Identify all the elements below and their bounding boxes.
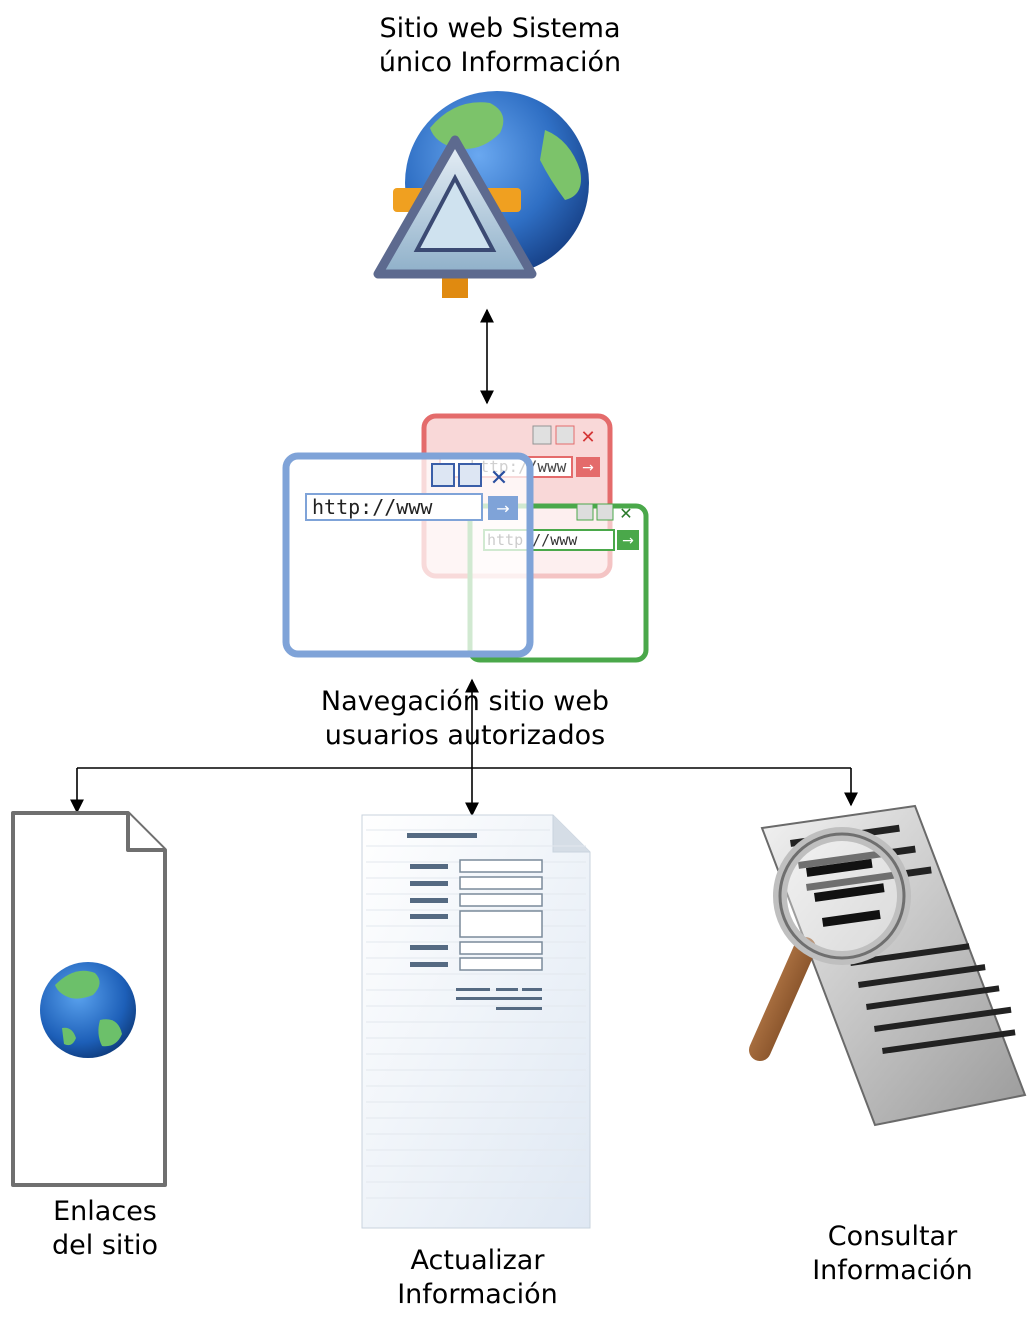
- svg-text:→: →: [582, 460, 594, 476]
- website-label-line2: único Información: [378, 47, 622, 78]
- browser-window-blue: → ✕ http://www: [282, 452, 534, 658]
- navigation-label-line1: Navegación sitio web: [320, 686, 610, 717]
- update-node-label: Actualizar Información: [385, 1244, 570, 1312]
- navigation-node-label: Navegación sitio web usuarios autorizado…: [305, 685, 625, 753]
- website-label-line1: Sitio web Sistema: [379, 13, 621, 44]
- update-form-document-icon: [361, 814, 591, 1229]
- update-label-line2: Información: [397, 1279, 558, 1310]
- links-label-line1: Enlaces: [53, 1196, 157, 1227]
- query-label-line2: Información: [812, 1255, 973, 1286]
- svg-text:✕: ✕: [580, 427, 595, 448]
- browser-windows-icon: → ✕ http://www → ✕ http://www → ✕ http: [282, 413, 649, 663]
- svg-text:→: →: [496, 499, 509, 518]
- svg-text:✕: ✕: [619, 504, 632, 523]
- navigation-label-line2: usuarios autorizados: [324, 720, 606, 751]
- website-node-label: Sitio web Sistema único Información: [355, 12, 645, 80]
- blue-window-url: http://www: [312, 495, 433, 519]
- query-label-line1: Consultar: [827, 1221, 958, 1252]
- svg-text:→: →: [622, 533, 634, 549]
- query-magnifier-icon: [749, 804, 1027, 1127]
- links-label-line2: del sitio: [51, 1230, 158, 1261]
- svg-text:✕: ✕: [490, 466, 508, 491]
- website-globe-icon: [373, 91, 589, 298]
- site-links-document-icon: [11, 811, 167, 1187]
- update-label-line1: Actualizar: [410, 1245, 545, 1276]
- links-node-label: Enlaces del sitio: [25, 1195, 185, 1263]
- query-node-label: Consultar Información: [800, 1220, 985, 1288]
